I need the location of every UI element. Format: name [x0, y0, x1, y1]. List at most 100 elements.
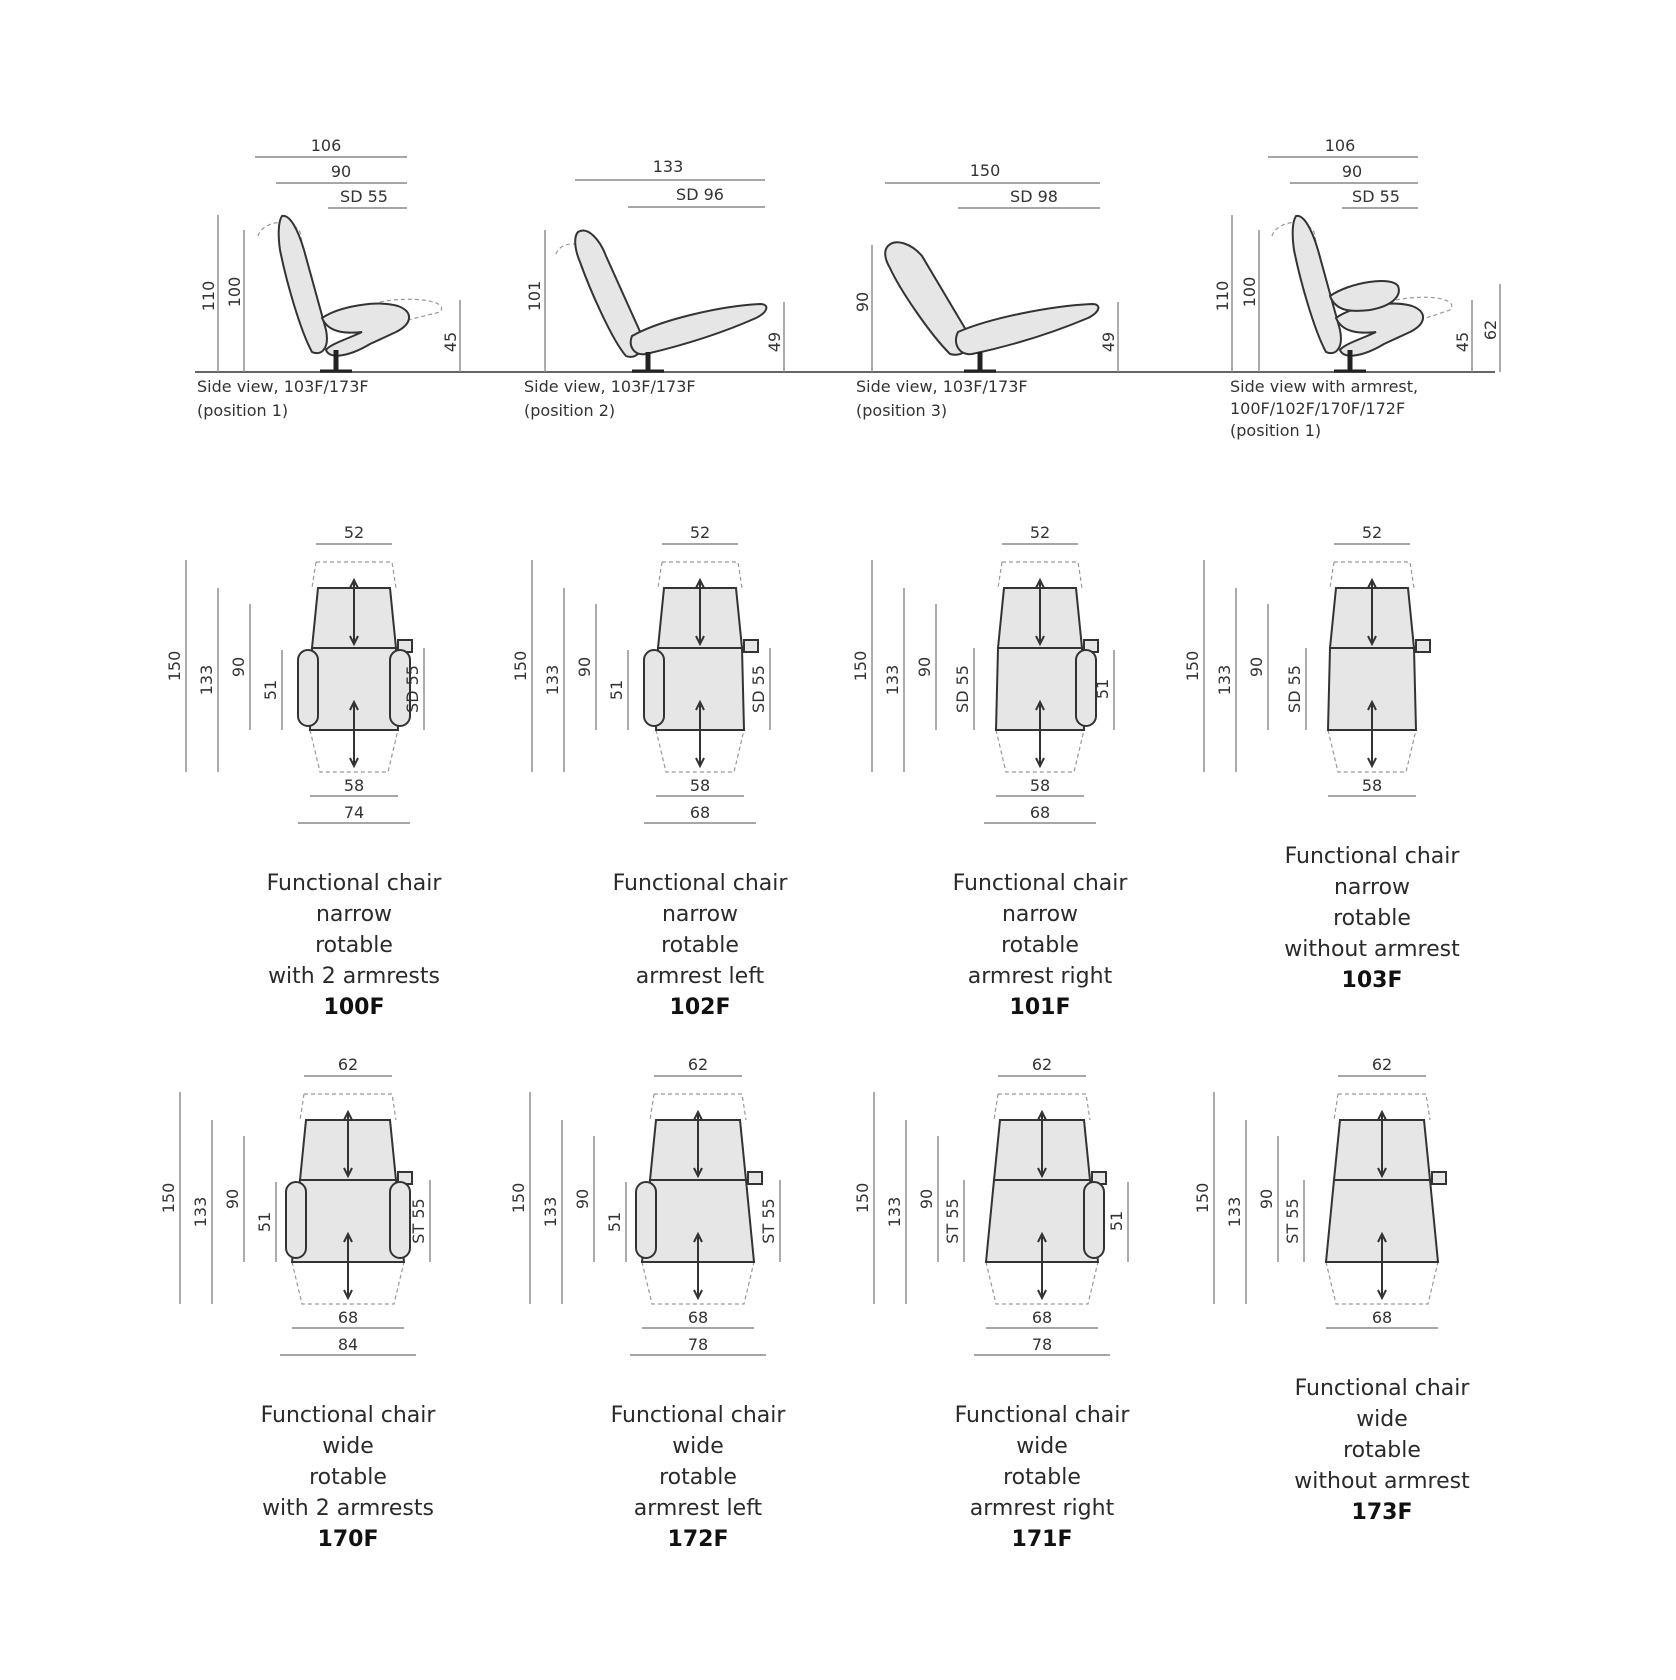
wide-3-left-dim-0: 150 [1193, 1183, 1212, 1214]
wide-2-left-dim-0: 150 [853, 1183, 872, 1214]
narrow-1-bottom-dim-1: 68 [690, 803, 710, 822]
wide-1-control-knob [747, 1171, 763, 1185]
narrow-0-seat-depth-dim: SD 55 [403, 665, 422, 713]
side1-seat-45: 45 [441, 332, 460, 352]
narrow-0-left-dim-2: 90 [229, 657, 248, 677]
side1-seat [320, 302, 410, 357]
side4-seat [1334, 302, 1424, 357]
side1-label-line2: (position 1) [197, 401, 288, 420]
narrow-2-caption-line-1: narrow [1002, 902, 1078, 927]
side1-height-110: 110 [199, 281, 218, 312]
narrow-3-seat-depth-dim: SD 55 [1285, 665, 1304, 713]
narrow-1-model-code: 102F [670, 995, 731, 1020]
narrow-2-armrest-right [1075, 649, 1097, 727]
wide-0-caption-line-2: rotable [309, 1465, 387, 1490]
side4-label-line1: Side view with armrest, [1230, 377, 1418, 396]
side-view-3: 150 SD 98 90 49 Side view, 103F/173F (po… [853, 161, 1119, 420]
side3-dim-sd: SD 98 [1010, 187, 1058, 206]
wide-3-left-dim-2: 90 [1257, 1189, 1276, 1209]
narrow-3-seat [1326, 647, 1418, 731]
narrow-3-left-dim-0: 150 [1183, 651, 1202, 682]
wide-0-left-dim-3: 51 [255, 1212, 274, 1232]
narrow-0-caption-line-1: narrow [316, 902, 392, 927]
wide-3-control-knob [1431, 1171, 1447, 1185]
wide-0-caption-line-0: Functional chair [261, 1403, 437, 1428]
narrow-2-caption-line-3: armrest right [968, 964, 1113, 989]
narrow-3-caption-line-3: without armrest [1284, 937, 1460, 962]
narrow-1-bottom-dim-0: 58 [690, 776, 710, 795]
wide-3-caption-line-0: Functional chair [1295, 1376, 1471, 1401]
narrow-0-left-dim-0: 150 [165, 651, 184, 682]
narrow-3-extended-outline [1327, 561, 1417, 773]
side4-label-line2: 100F/102F/170F/172F [1230, 399, 1405, 418]
side3-label-line2: (position 3) [856, 401, 947, 420]
wide-3-caption-line-3: without armrest [1294, 1469, 1470, 1494]
narrow-3-caption-line-0: Functional chair [1285, 844, 1461, 869]
narrow-0-left-dim-3: 51 [261, 680, 280, 700]
wide-1-left-dim-0: 150 [509, 1183, 528, 1214]
wide-2-left-dim-2: 90 [917, 1189, 936, 1209]
wide-2-caption-line-0: Functional chair [955, 1403, 1131, 1428]
wide-0-left-dim-2: 90 [223, 1189, 242, 1209]
wide-3-seat-depth-dim: ST 55 [1283, 1198, 1302, 1243]
side3-seat [954, 302, 1100, 356]
side4-dim-sd: SD 55 [1352, 187, 1400, 206]
narrow-0-left-dim-1: 133 [197, 665, 216, 696]
wide-3-bottom-dim-0: 68 [1372, 1308, 1392, 1327]
side1-label-line1: Side view, 103F/173F [197, 377, 369, 396]
narrow-2-left-dim-0: 150 [851, 651, 870, 682]
wide-1-bottom-dim-0: 68 [688, 1308, 708, 1327]
wide-2-bottom-dim-0: 68 [1032, 1308, 1052, 1327]
narrow-1-caption-line-2: rotable [661, 933, 739, 958]
wide-2-caption-line-2: rotable [1003, 1465, 1081, 1490]
side3-seat-49: 49 [1099, 332, 1118, 352]
narrow-1-caption-line-1: narrow [662, 902, 738, 927]
side4-backrest [1291, 214, 1342, 355]
narrow-2-left-dim-1: 133 [883, 665, 902, 696]
wide-0-caption-line-1: wide [322, 1434, 374, 1459]
narrow-0-top-dim: 52 [344, 523, 364, 542]
side3-label-line1: Side view, 103F/173F [856, 377, 1028, 396]
narrow-2-caption-line-2: rotable [1001, 933, 1079, 958]
side4-seat-45: 45 [1453, 332, 1472, 352]
wide-1-caption-line-0: Functional chair [611, 1403, 787, 1428]
wide-2-extended-outline [985, 1093, 1099, 1305]
narrow-2-left-dim-2: 90 [915, 657, 934, 677]
wide-3-caption-line-2: rotable [1343, 1438, 1421, 1463]
narrow-3-caption-line-2: rotable [1333, 906, 1411, 931]
side1-backrest [277, 214, 328, 355]
wide-3-seat [1324, 1179, 1440, 1263]
side2-seat-49: 49 [765, 332, 784, 352]
wide-2-left-dim-1: 133 [885, 1197, 904, 1228]
narrow-0-caption-line-0: Functional chair [267, 871, 443, 896]
wide-1-model-code: 172F [668, 1527, 729, 1552]
wide-1-caption-line-2: rotable [659, 1465, 737, 1490]
wide-3-model-code: 173F [1352, 1500, 1413, 1525]
wide-2-armrest-right [1083, 1181, 1105, 1259]
narrow-3-control-knob [1415, 639, 1431, 653]
side4-armrest [1328, 280, 1400, 312]
wide-1-left-dim-1: 133 [541, 1197, 560, 1228]
wide-1-caption-line-1: wide [672, 1434, 724, 1459]
side1-dim-106: 106 [311, 136, 342, 155]
wide-0-armrest-right [389, 1181, 411, 1259]
narrow-2-top-dim: 52 [1030, 523, 1050, 542]
wide-0-armrest-left [285, 1181, 307, 1259]
wide-3-top-dim: 62 [1372, 1055, 1392, 1074]
narrow-1-left-dim-1: 133 [543, 665, 562, 696]
narrow-0-armrest-right [389, 649, 411, 727]
narrow-1-caption-line-0: Functional chair [613, 871, 789, 896]
narrow-3-bottom-dim-0: 58 [1362, 776, 1382, 795]
narrow-0-caption-line-3: with 2 armrests [268, 964, 440, 989]
narrow-3-model-code: 103F [1342, 968, 1403, 993]
side3-dim-150: 150 [970, 161, 1001, 180]
narrow-3-left-dim-2: 90 [1247, 657, 1266, 677]
narrow-1-seat-depth-dim: SD 55 [749, 665, 768, 713]
